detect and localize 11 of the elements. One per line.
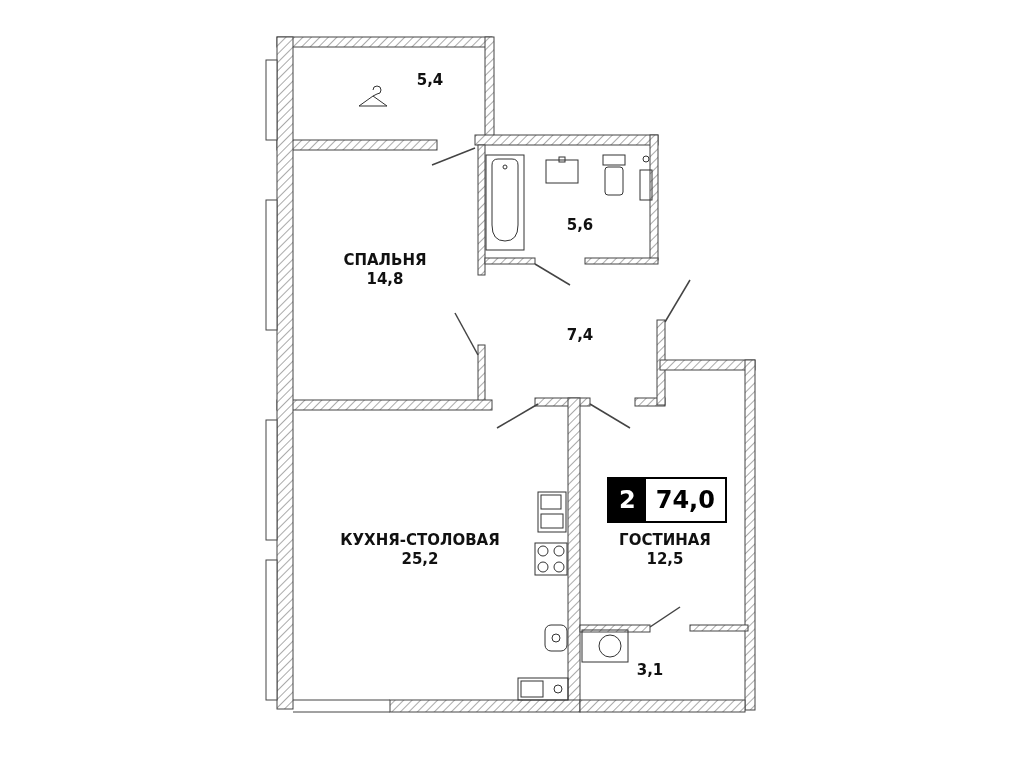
room-area: 5,4 (416, 70, 444, 90)
room-area: 14,8 (366, 270, 404, 289)
room-area: 7,4 (566, 325, 594, 345)
room-name: СПАЛЬНЯ (343, 251, 427, 270)
room-name: ГОСТИНАЯ (619, 531, 711, 550)
room-area: 25,2 (401, 550, 439, 569)
room-count: 2 (609, 479, 646, 521)
room-area: 12,5 (646, 550, 684, 569)
room-name: КУХНЯ-СТОЛОВАЯ (340, 531, 500, 550)
room-area: 5,6 (566, 215, 594, 235)
room-area: 3,1 (636, 660, 664, 680)
